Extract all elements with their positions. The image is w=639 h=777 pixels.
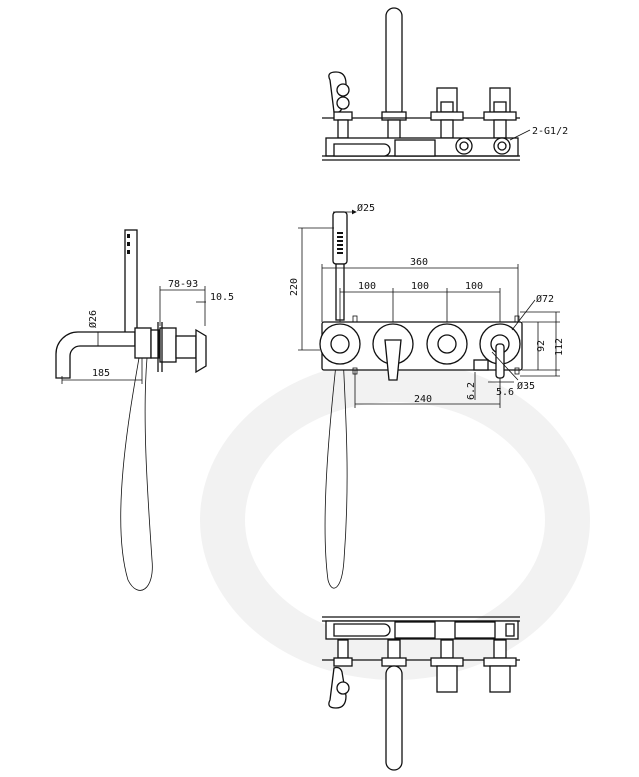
dim-spout-to-valve: 240 xyxy=(414,394,432,405)
watermark xyxy=(200,360,590,680)
dim-spacing-3: 100 xyxy=(465,281,483,292)
dim-plate-thickness: 10.5 xyxy=(210,292,234,303)
dim-spout-reach: 185 xyxy=(92,368,110,379)
dim-plate-height: 92 xyxy=(536,340,547,352)
top-view: 2-G1/2 xyxy=(322,7,568,161)
dim-spacing-2: 100 xyxy=(411,281,429,292)
dim-spacing-1: 100 xyxy=(358,281,376,292)
dim-offset-a: 6.2 xyxy=(466,382,477,400)
dim-spout-dia: Ø26 xyxy=(87,310,99,328)
front-view: Ø25 220 360 100 100 100 Ø72 92 112 Ø35 xyxy=(289,202,565,589)
dim-overall-height: 220 xyxy=(289,278,300,296)
side-view: 78-93 10.5 Ø26 185 xyxy=(55,229,234,591)
dim-handle-dia: Ø35 xyxy=(517,380,535,392)
dim-offset-b: 5.6 xyxy=(496,387,514,398)
dim-plate-dia: Ø72 xyxy=(536,293,554,305)
dim-overall-width: 360 xyxy=(410,257,428,268)
bottom-view xyxy=(322,616,520,771)
dim-wall-depth: 78-93 xyxy=(168,279,198,290)
connection-label: 2-G1/2 xyxy=(532,126,568,137)
dim-handshower-dia: Ø25 xyxy=(357,202,375,214)
dim-box-height: 112 xyxy=(554,338,565,356)
